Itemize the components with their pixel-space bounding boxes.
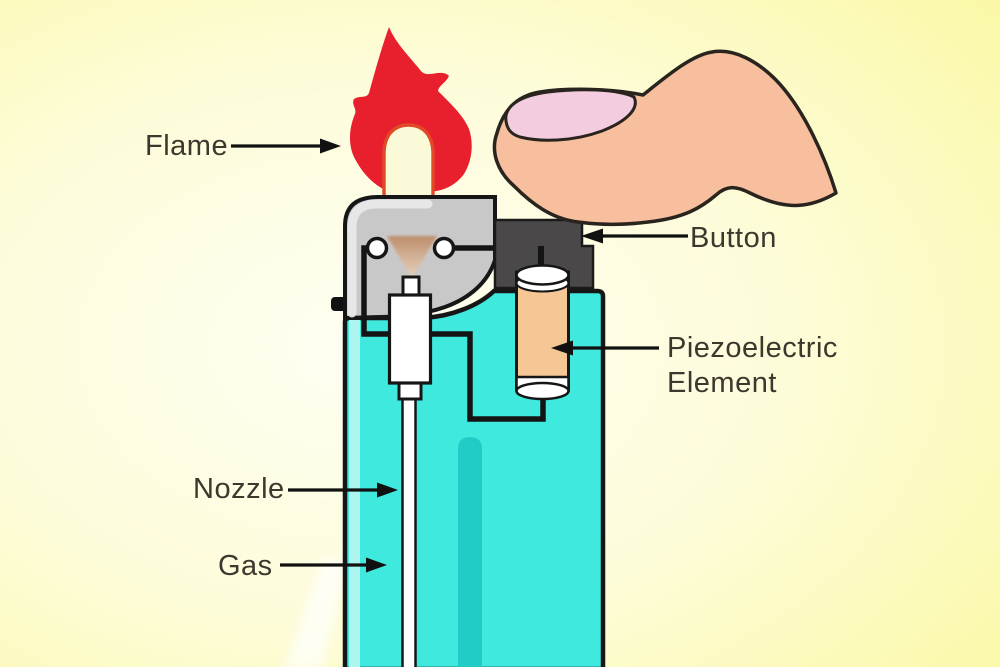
nozzle-callout: Nozzle: [193, 473, 398, 505]
piezo-top-cap-ellipse: [515, 264, 570, 286]
flame-shape: [349, 27, 472, 194]
piezoelectric-element: [515, 264, 570, 401]
flame-callout: Flame: [145, 130, 341, 162]
piezo-bottom-cap-ellipse: [515, 381, 570, 401]
circuit-wire: [361, 245, 546, 422]
nozzle-valve-body: [387, 293, 433, 385]
gas-callout: Gas: [218, 550, 387, 582]
button-callout: Button: [581, 222, 777, 254]
gas-spray-funnel: [387, 236, 437, 278]
body-highlight-stripe: [349, 320, 360, 667]
nozzle-tube: [401, 393, 417, 667]
flame-label: Flame: [145, 130, 228, 162]
flame-inner-arch: [382, 123, 435, 196]
piezoelectric-arrow-head: [551, 340, 573, 356]
piezoelectric-label-line2: Element: [667, 367, 777, 399]
gas-arrow-head: [366, 557, 387, 573]
piezoelectric-callout: Piezoelectric Element: [551, 332, 838, 399]
fingernail: [504, 88, 637, 142]
left-electrode: [365, 236, 389, 260]
metal-cap-highlight: [347, 199, 433, 318]
right-electrode: [432, 236, 456, 260]
piezoelectric-label-line1: Piezoelectric: [667, 332, 838, 364]
nozzle-arrow-head: [377, 482, 398, 498]
nozzle-label: Nozzle: [193, 473, 285, 505]
background-light-streak: [284, 560, 347, 667]
button-arrow-head: [581, 228, 603, 244]
flame-arrow-head: [320, 138, 341, 154]
body-shadow-stripe: [458, 437, 482, 667]
button-label: Button: [690, 222, 777, 254]
gas-label: Gas: [218, 550, 273, 582]
